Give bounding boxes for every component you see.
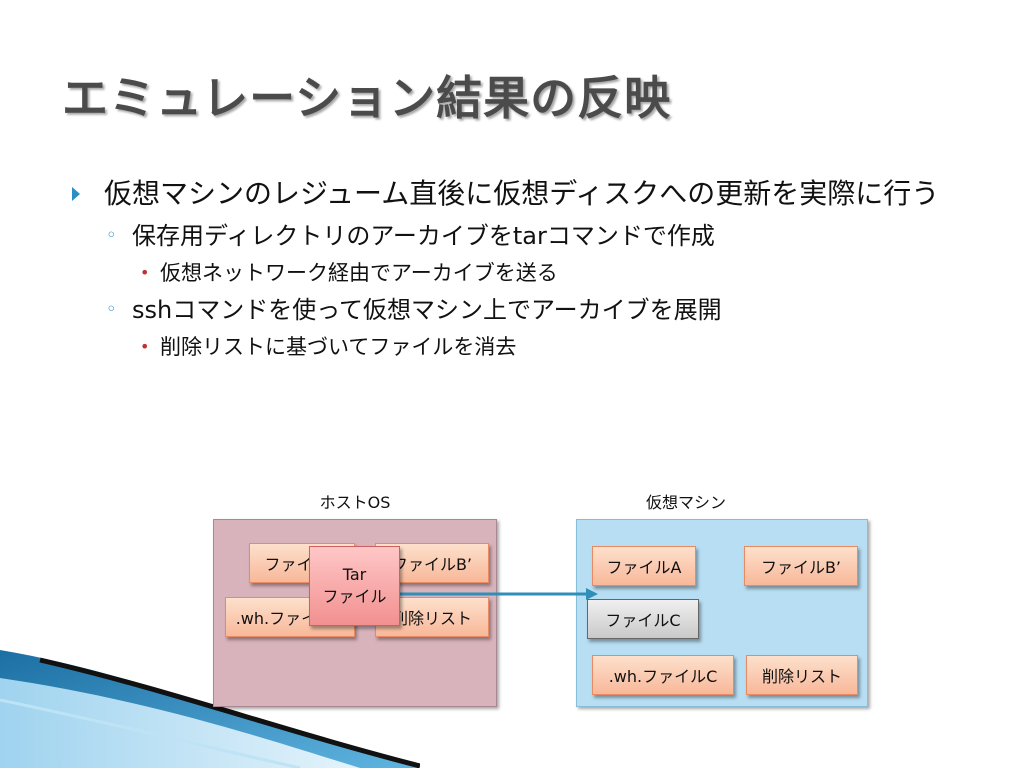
bullet-text: 仮想マシンのレジューム直後に仮想ディスクへの更新を実際に行う xyxy=(104,177,940,210)
dot-bullet-icon: • xyxy=(140,263,150,282)
circle-bullet-icon: ◦ xyxy=(106,225,117,246)
tar-label-line1: Tar xyxy=(342,565,367,584)
vm-delete-list-box: 削除リスト xyxy=(746,655,858,695)
bullet-list: 仮想マシンのレジューム直後に仮想ディスクへの更新を実際に行う ◦ 保存用ディレク… xyxy=(72,176,952,368)
vm-file-a-box: ファイルA xyxy=(592,546,696,586)
vm-file-b-box: ファイルB’ xyxy=(744,546,858,586)
vm-file-c-box: ファイルC xyxy=(587,599,699,639)
tar-label-line2: ファイル xyxy=(322,587,387,606)
triangle-bullet-icon xyxy=(72,187,80,201)
decorative-swoosh xyxy=(0,650,420,768)
bullet-text: 削除リストに基づいてファイルを消去 xyxy=(160,335,517,359)
tar-file-box: Tar ファイル xyxy=(309,546,400,626)
vm-label: 仮想マシン xyxy=(645,493,726,512)
bullet-text: sshコマンドを使って仮想マシン上でアーカイブを展開 xyxy=(132,296,722,324)
bullet-level2: ◦ 保存用ディレクトリのアーカイブをtarコマンドで作成 xyxy=(72,220,952,252)
dot-bullet-icon: • xyxy=(140,337,150,356)
slide-title: エミュレーション結果の反映 xyxy=(62,71,672,125)
bullet-level3: • 削除リストに基づいてファイルを消去 xyxy=(72,332,952,362)
bullet-level2: ◦ sshコマンドを使って仮想マシン上でアーカイブを展開 xyxy=(72,294,952,326)
vm-wh-file-box: .wh.ファイルC xyxy=(592,655,734,695)
bullet-level3: • 仮想ネットワーク経由でアーカイブを送る xyxy=(72,258,952,288)
bullet-text: 仮想ネットワーク経由でアーカイブを送る xyxy=(160,261,558,285)
bullet-level1: 仮想マシンのレジューム直後に仮想ディスクへの更新を実際に行う xyxy=(72,176,952,212)
bullet-text: 保存用ディレクトリのアーカイブをtarコマンドで作成 xyxy=(132,222,715,250)
host-os-label: ホストOS xyxy=(319,493,391,512)
transfer-arrow-icon xyxy=(390,588,598,600)
circle-bullet-icon: ◦ xyxy=(106,299,117,320)
